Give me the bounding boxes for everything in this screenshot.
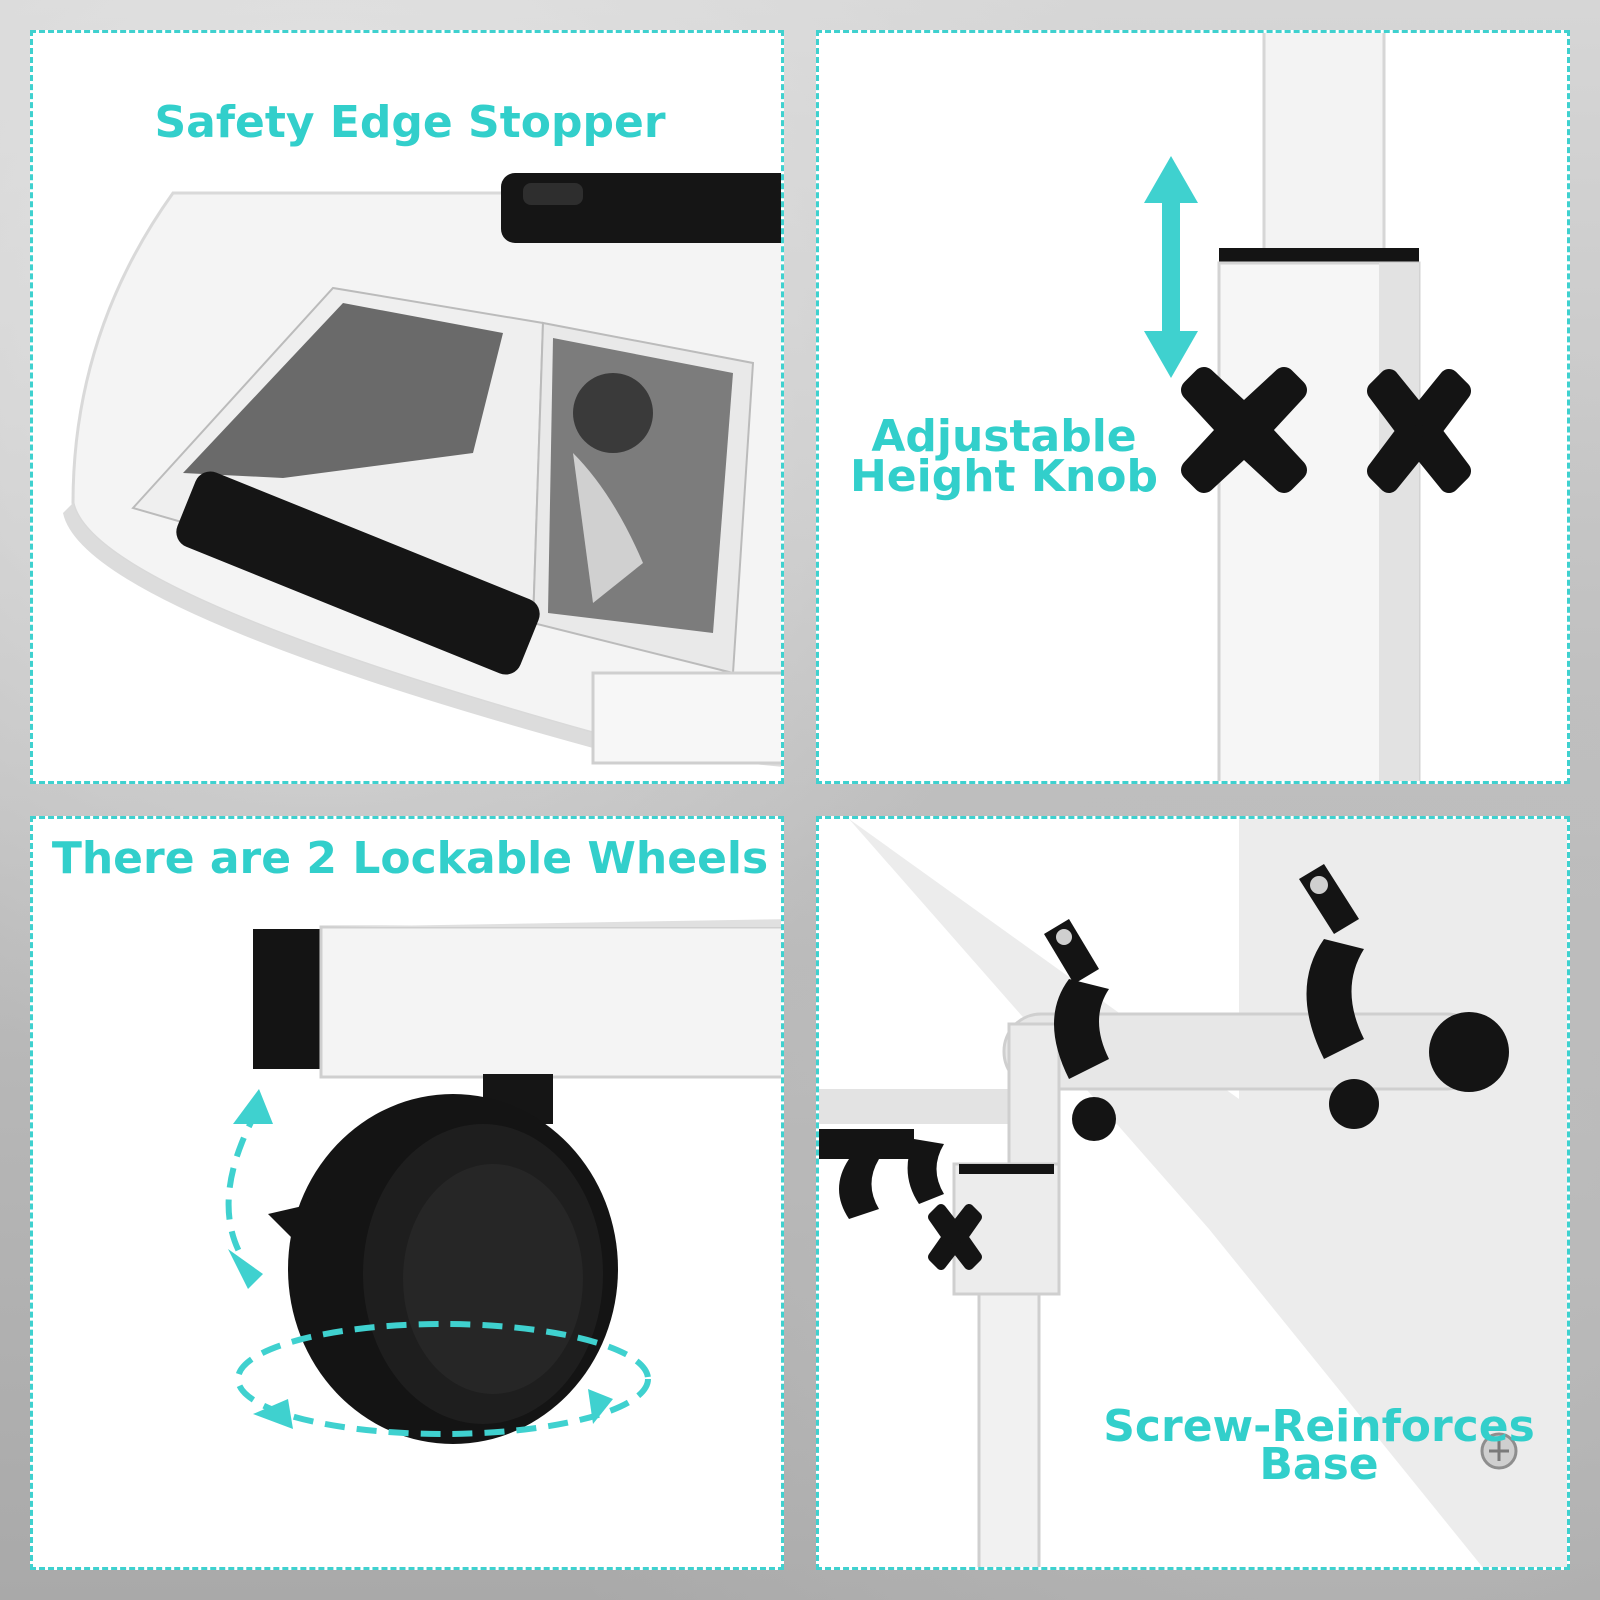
caption-safety-edge-stopper: Safety Edge Stopper	[154, 97, 666, 148]
rotation-arrow-icon	[225, 1107, 651, 1437]
caster-wheel-illustration	[225, 919, 781, 1444]
knob-left	[1181, 367, 1307, 493]
screw-icon	[1056, 876, 1518, 1470]
knob-right	[1367, 369, 1471, 493]
tabletop-with-book-illustration	[63, 173, 781, 767]
height-column-illustration	[1144, 33, 1471, 781]
caption-adjustable-line2: Height Knob	[849, 451, 1159, 502]
up-down-arrow-icon	[1144, 156, 1198, 378]
rotation-arrow-heads	[228, 1089, 613, 1429]
base-bracket-illustration	[819, 819, 1567, 1567]
panel-screw-reinforces-base: Screw-Reinforces Base	[816, 816, 1570, 1570]
panel-safety-edge-stopper: Safety Edge Stopper	[30, 30, 784, 784]
bracket-lower-left	[819, 1129, 944, 1219]
caption-screw-line1: Screw-Reinforces	[1103, 1401, 1535, 1452]
height-knob-base	[928, 1204, 982, 1270]
panel-lockable-wheels: There are 2 Lockable Wheels	[30, 816, 784, 1570]
bottom-edge-stopper	[176, 471, 540, 675]
caster-wheel	[268, 1094, 618, 1444]
caption-screw-line2: Base	[1259, 1439, 1379, 1490]
open-book	[131, 286, 755, 675]
panel-adjustable-height-knob: Adjustable Height Knob	[816, 30, 1570, 784]
caption-lockable-wheels: There are 2 Lockable Wheels	[51, 833, 769, 884]
caption-adjustable-line1: Adjustable	[871, 411, 1137, 462]
